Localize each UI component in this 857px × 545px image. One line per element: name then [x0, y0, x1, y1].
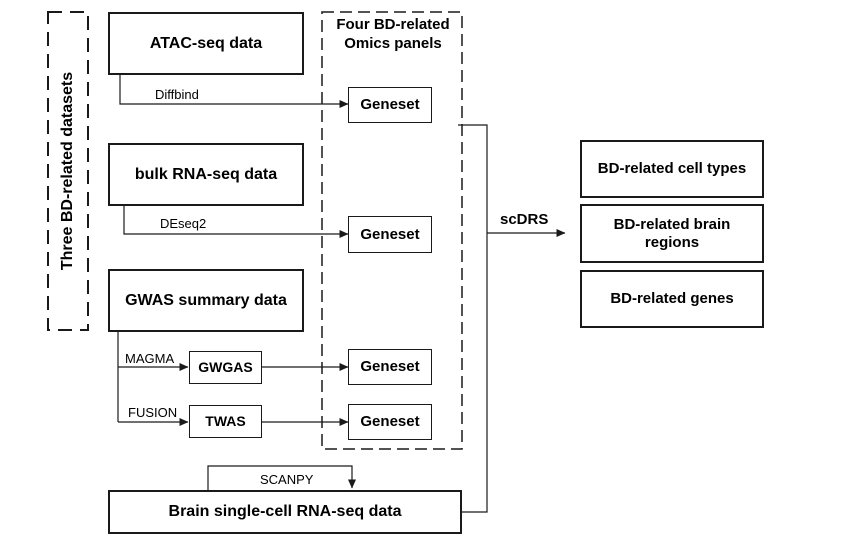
gwas-summary-data-label: GWAS summary data	[125, 291, 287, 309]
datasets-label: Three BD-related datasets	[48, 12, 88, 330]
bulk-rna-seq-data-label: bulk RNA-seq data	[134, 165, 278, 183]
output-genes-box: BD-related genes	[580, 270, 764, 328]
geneset-label: Geneset	[360, 413, 420, 430]
twas-label: TWAS	[205, 413, 246, 430]
output-cell-types-label: BD-related cell types	[597, 160, 747, 177]
omics-panel-title-line2: Omics panels	[344, 34, 442, 52]
scdrs-label: scDRS	[500, 211, 549, 228]
arrow-bulk-to-geneset	[123, 206, 349, 238]
gwas-summary-data-box: GWAS summary data	[108, 269, 304, 332]
datasets-label-text: Three BD-related datasets	[59, 71, 77, 271]
brain-to-bus-line	[458, 124, 488, 513]
geneset-label: Geneset	[360, 358, 420, 375]
deseq2-label: DEseq2	[160, 216, 207, 231]
geneset-box-bulk: Geneset	[348, 216, 432, 253]
output-brain-regions-box: BD-related brain regions	[580, 204, 764, 263]
omics-panel-title: Four BD-related Omics panels	[322, 16, 464, 54]
atac-seq-data-label: ATAC-seq data	[149, 34, 263, 52]
arrow-atac-to-geneset	[119, 75, 349, 108]
geneset-box-atac: Geneset	[348, 87, 432, 123]
atac-seq-data-box: ATAC-seq data	[108, 12, 304, 75]
scanpy-label: SCANPY	[260, 472, 314, 487]
geneset-label: Geneset	[360, 96, 420, 113]
geneset-box-twas: Geneset	[348, 404, 432, 440]
bulk-rna-seq-data-box: bulk RNA-seq data	[108, 143, 304, 206]
output-cell-types-box: BD-related cell types	[580, 140, 764, 198]
omics-panel-title-line1: Four BD-related	[336, 16, 450, 33]
output-brain-regions-label: BD-related brain regions	[613, 215, 731, 251]
output-genes-label: BD-related genes	[610, 290, 734, 307]
magma-label: MAGMA	[125, 351, 175, 366]
brain-scrna-seq-data-box: Brain single-cell RNA-seq data	[108, 490, 462, 534]
gwgas-box: GWGAS	[189, 351, 262, 384]
twas-box: TWAS	[189, 405, 262, 438]
gwgas-label: GWGAS	[198, 359, 253, 376]
fusion-label: FUSION	[128, 405, 178, 420]
arrow-scanpy	[207, 465, 356, 490]
datasets-dashed-frame	[47, 11, 89, 331]
geneset-label: Geneset	[360, 225, 420, 243]
geneset-box-gwgas: Geneset	[348, 349, 432, 385]
diffbind-label: Diffbind	[155, 87, 199, 102]
brain-scrna-seq-data-label: Brain single-cell RNA-seq data	[168, 503, 402, 521]
